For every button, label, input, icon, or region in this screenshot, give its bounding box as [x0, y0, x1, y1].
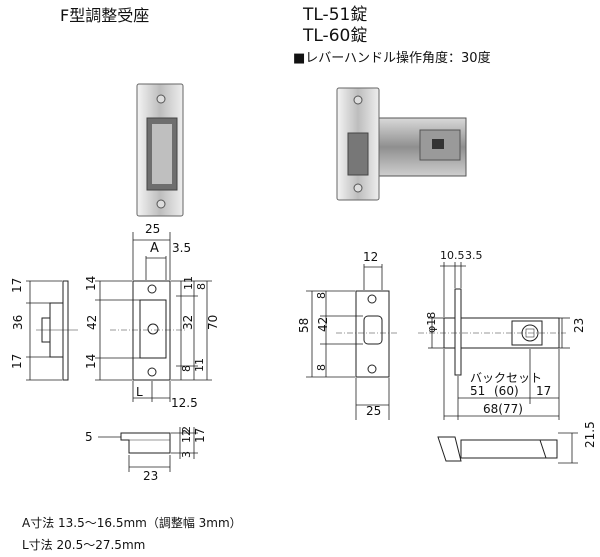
right-product-title-1: TL-51錠 [302, 5, 367, 25]
dim-right-70: 70 [206, 315, 220, 330]
dim-right-11-top: 11 [182, 276, 195, 290]
dim-front-14-top: 14 [84, 276, 98, 291]
dim-lock-58: 58 [297, 318, 311, 333]
dim-bottom-23: 23 [143, 469, 158, 483]
strike-side-view [26, 280, 78, 381]
dim-top-25: 25 [145, 222, 160, 236]
dim-lock-8-top: 8 [315, 292, 328, 299]
dim-lock-top-12: 12 [363, 250, 378, 264]
dim-bottom-12: 12 [180, 429, 193, 443]
dim-lock-21-5: 21.5 [583, 421, 597, 448]
dim-lock-3-5: 3.5 [465, 249, 483, 262]
dim-lock-diameter: φ18 [425, 312, 438, 333]
dim-l-label: L [136, 385, 143, 399]
dim-lock-bottom-25: 25 [366, 404, 381, 418]
lock-side-view [418, 262, 570, 420]
dim-right-11-bottom: 11 [193, 358, 206, 372]
dim-lock-right-23: 23 [572, 318, 586, 333]
dim-lock-42: 42 [316, 317, 330, 332]
dim-backset-51: 51 [470, 384, 485, 398]
dim-a-label: A [150, 241, 159, 256]
strike-plate-photo [136, 83, 184, 217]
dim-l-offset: 12.5 [171, 396, 198, 410]
dim-right-32: 32 [181, 315, 195, 330]
dim-backset-17: 17 [536, 384, 551, 398]
dim-right-8-top: 8 [195, 283, 208, 290]
strike-front-view [95, 232, 212, 402]
l-size-note: L寸法 20.5～27.5mm [22, 538, 146, 552]
strike-bottom-view [98, 427, 198, 472]
dim-side-17-bottom: 17 [10, 354, 24, 369]
dim-lock-8-bottom: 8 [315, 364, 328, 371]
a-size-note: A寸法 13.5～16.5mm（調整幅 3mm） [22, 516, 242, 530]
dim-front-42: 42 [85, 315, 99, 330]
dim-front-14-bottom: 14 [84, 354, 98, 369]
dim-bottom-5: 5 [85, 430, 93, 444]
backset-label: バックセット [470, 371, 542, 385]
dim-lock-10-5: 10.5 [440, 249, 465, 262]
lever-angle-note: ■レバーハンドル操作角度：30度 [293, 50, 491, 66]
dim-bottom-2: 2 [180, 426, 193, 433]
dim-bottom-3: 3 [180, 451, 193, 458]
dim-side-36: 36 [11, 315, 25, 330]
lock-face-plate-view [306, 264, 398, 420]
dim-right-8-bottom: 8 [180, 365, 193, 372]
lock-latch-top-view [437, 432, 578, 464]
latch-lock-photo [336, 87, 467, 201]
dim-a-offset: 3.5 [172, 241, 191, 255]
dim-bottom-17: 17 [193, 428, 207, 443]
dim-total-68: 68(77) [483, 402, 523, 416]
dim-side-17-top: 17 [10, 278, 24, 293]
dim-backset-60: (60) [494, 384, 519, 398]
right-product-title-2: TL-60錠 [302, 26, 367, 46]
left-product-title: F型調整受座 [60, 6, 149, 25]
